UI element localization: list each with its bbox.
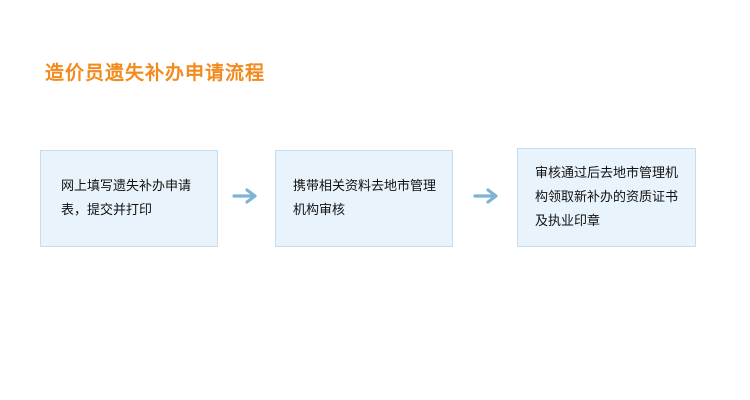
right-arrow-icon [473, 188, 498, 204]
step-2-text: 携带相关资料去地市管理机构审核 [293, 178, 437, 218]
page-title: 造价员遗失补办申请流程 [45, 62, 266, 84]
step-1-box: 网上填写遗失补办申请表，提交并打印 [40, 150, 218, 247]
step-1-text: 网上填写遗失补办申请表，提交并打印 [61, 178, 192, 218]
step-3-box: 审核通过后去地市管理机构领取新补办的资质证书及执业印章 [517, 148, 696, 247]
right-arrow-icon [232, 188, 257, 204]
step-2-box: 携带相关资料去地市管理机构审核 [275, 150, 453, 247]
step-3-text: 审核通过后去地市管理机构领取新补办的资质证书及执业印章 [535, 165, 679, 229]
